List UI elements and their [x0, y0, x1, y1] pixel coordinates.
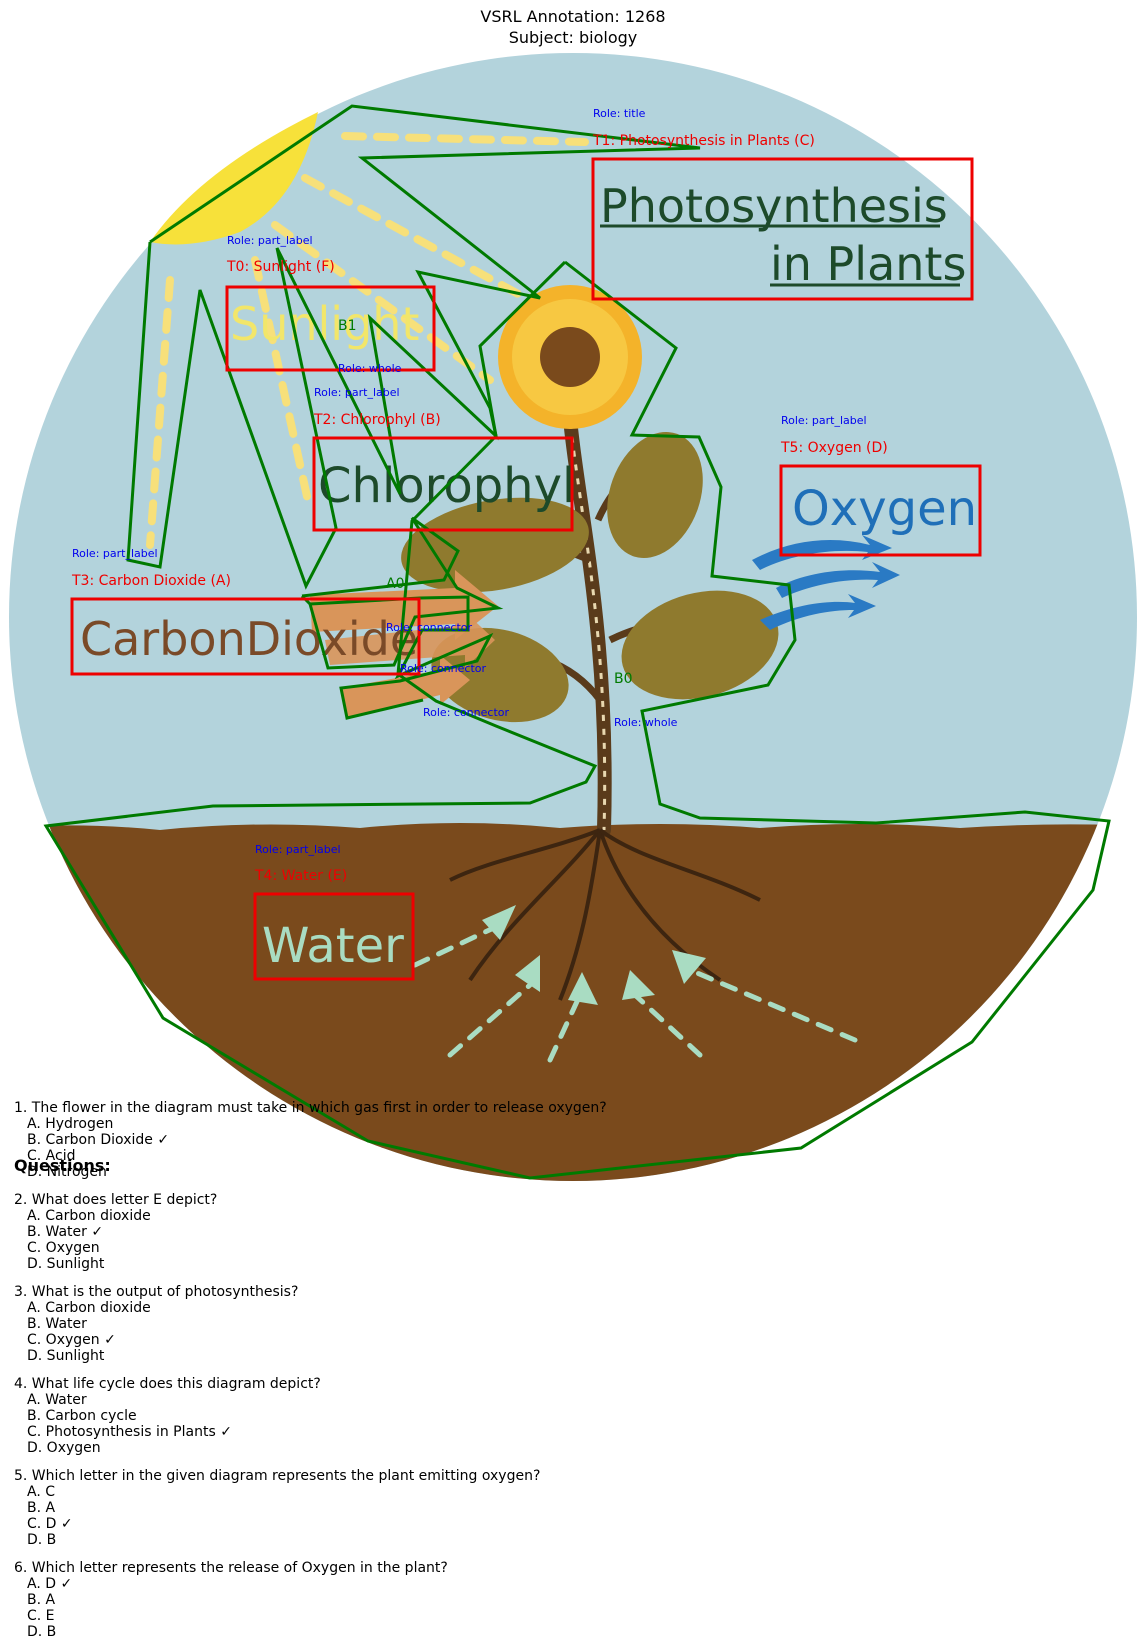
question-option: C. Photosynthesis in Plants ✓ [27, 1424, 232, 1440]
t5-role: Role: part_label [781, 414, 867, 427]
t1-role: Role: title [593, 107, 646, 120]
box-t0-sunlight [225, 285, 436, 372]
question-option: A. Carbon dioxide [27, 1300, 151, 1316]
title-art-line1: Photosynthesis [600, 179, 948, 233]
question-option: C. Acid [27, 1148, 76, 1164]
sun-icon [146, 112, 589, 549]
a1-role: Role: connector [400, 662, 486, 675]
question-item: 5. Which letter in the given diagram rep… [14, 1468, 607, 1548]
question-option: D. Sunlight [27, 1256, 105, 1272]
leaf [607, 432, 703, 558]
t3-label: T3: Carbon Dioxide (A) [71, 573, 231, 589]
question-option: B. A [27, 1500, 56, 1516]
t0-label: T0: Sunlight (F) [226, 259, 335, 275]
question-text: 1. The flower in the diagram must take i… [14, 1100, 607, 1116]
questions-list: 1. The flower in the diagram must take i… [14, 1100, 607, 1652]
question-option: B. Carbon Dioxide ✓ [27, 1132, 170, 1148]
polygon-a0 [300, 516, 504, 670]
question-option: B. Water ✓ [27, 1224, 104, 1240]
page-title: VSRL Annotation: 1268 Subject: biology [0, 6, 1146, 48]
question-option: B. A [27, 1592, 56, 1608]
annotation-labels: Role: title T1: Photosynthesis in Plants… [71, 107, 888, 884]
question-option: D. B [27, 1624, 57, 1640]
box-t4-water [253, 892, 415, 981]
b1-role: Role: whole [338, 362, 402, 375]
question-item: 1. The flower in the diagram must take i… [14, 1100, 607, 1180]
water-arrows-icon [412, 905, 858, 1063]
question-item: 3. What is the output of photosynthesis?… [14, 1284, 607, 1364]
title-art-line2: in Plants [770, 237, 966, 291]
t2-role: Role: part_label [314, 386, 400, 399]
question-text: 4. What life cycle does this diagram dep… [14, 1376, 321, 1392]
a0-id: A0 [386, 576, 404, 592]
box-t3-carbon-dioxide [70, 597, 421, 676]
b0-role: Role: whole [614, 716, 678, 729]
green-polygons [43, 104, 1111, 1180]
polygon-b1 [126, 104, 701, 590]
t1-label: T1: Photosynthesis in Plants (C) [592, 133, 815, 149]
question-option: A. C [27, 1484, 56, 1500]
question-item: 2. What does letter E depict? A. Carbon … [14, 1192, 607, 1272]
water-art: Water [262, 918, 404, 974]
question-option: D. B [27, 1532, 57, 1548]
question-option: C. D ✓ [27, 1516, 73, 1532]
questions-heading: Questions: [14, 1156, 111, 1175]
t2-label: T2: Chlorophyl (B) [313, 412, 441, 428]
t5-label: T5: Oxygen (D) [780, 440, 888, 456]
question-option: C. Oxygen ✓ [27, 1332, 116, 1348]
box-t2-chlorophyl [312, 436, 574, 532]
polygon-b0 [43, 260, 1111, 1180]
question-option: A. Carbon dioxide [27, 1208, 151, 1224]
oxygen-arrows-icon [752, 535, 900, 630]
box-t1-title [591, 157, 974, 301]
polygon-a1 [309, 595, 494, 720]
subject: Subject: biology [508, 28, 638, 47]
a2-role: Role: connector [423, 706, 509, 719]
question-option: A. Water [27, 1392, 87, 1408]
t4-label: T4: Water (E) [254, 868, 347, 884]
question-option: D. Oxygen [27, 1440, 101, 1456]
question-option: A. D ✓ [27, 1576, 73, 1592]
leaf [621, 590, 779, 700]
b0-id: B0 [614, 671, 633, 687]
diagram-canvas: Photosynthesis in Plants Sunlight Chloro… [9, 53, 1137, 1181]
b1-id: B1 [338, 318, 357, 334]
question-text: 2. What does letter E depict? [14, 1192, 218, 1208]
question-option: A. Hydrogen [27, 1116, 114, 1132]
oxygen-art: Oxygen [792, 481, 977, 537]
t4-role: Role: part_label [255, 843, 341, 856]
question-option: B. Water [27, 1316, 87, 1332]
question-option: D. Nitrogen [27, 1164, 107, 1180]
carbon-dioxide-art: CarbonDioxide [80, 612, 418, 666]
red-boxes [70, 157, 982, 981]
question-text: 3. What is the output of photosynthesis? [14, 1284, 299, 1300]
question-item: 6. Which letter represents the release o… [14, 1560, 607, 1640]
box-t5-oxygen [779, 464, 982, 557]
question-text: 6. Which letter represents the release o… [14, 1560, 448, 1576]
question-option: B. Carbon cycle [27, 1408, 137, 1424]
a0-role: Role: connector [386, 621, 472, 634]
sunflower-icon [498, 285, 642, 429]
t0-role: Role: part_label [227, 234, 313, 247]
illustration: Photosynthesis in Plants Sunlight Chloro… [9, 53, 1137, 1181]
question-text: 5. Which letter in the given diagram rep… [14, 1468, 541, 1484]
t3-role: Role: part_label [72, 547, 158, 560]
question-option: C. Oxygen [27, 1240, 100, 1256]
annotation-id: VSRL Annotation: 1268 [480, 7, 666, 26]
question-option: D. Sunlight [27, 1348, 105, 1364]
question-item: 4. What life cycle does this diagram dep… [14, 1376, 607, 1456]
question-option: C. E [27, 1608, 55, 1624]
